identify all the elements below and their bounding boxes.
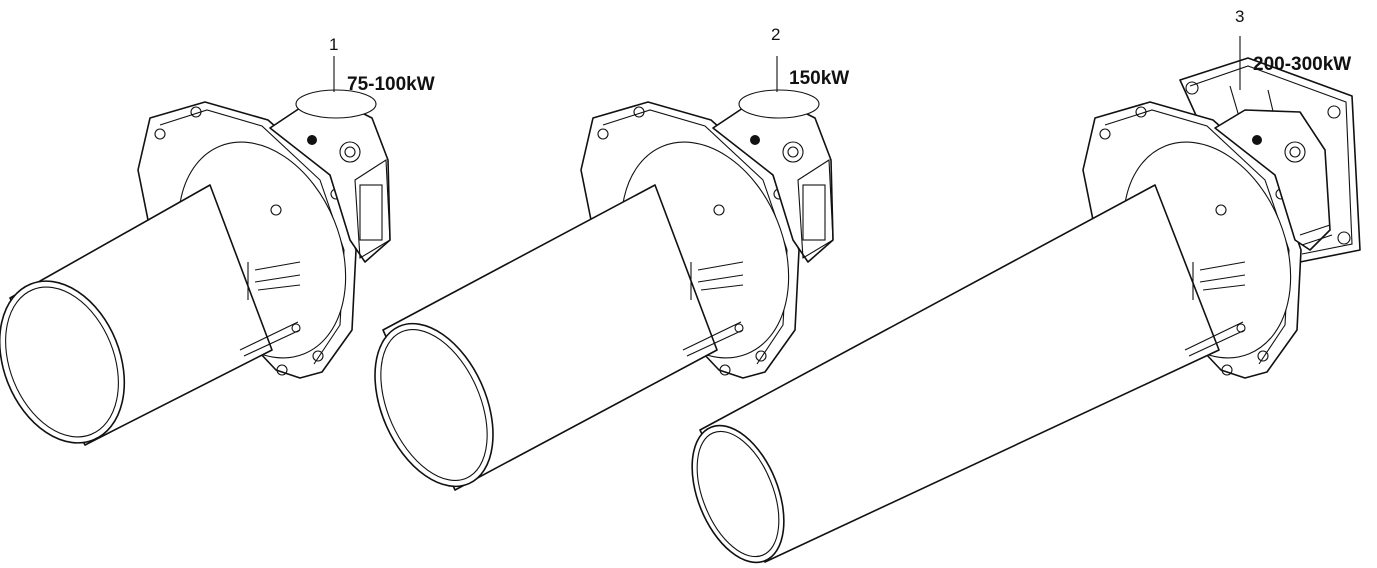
callout-3-power: 200-300kW xyxy=(1253,54,1351,75)
burner-1 xyxy=(0,89,391,446)
callout-2-number: 2 xyxy=(771,25,780,44)
burner-1-tube-opening xyxy=(0,280,126,444)
burner-3-tube-opening xyxy=(691,424,785,564)
burner-2 xyxy=(374,89,834,491)
burner-3 xyxy=(691,57,1361,564)
callout-3: 3 200-300kW xyxy=(1235,7,1351,90)
callout-1: 1 75-100kW xyxy=(329,35,435,95)
callout-2: 2 150kW xyxy=(771,25,849,92)
callout-1-number: 1 xyxy=(329,35,338,54)
callout-1-power: 75-100kW xyxy=(347,74,435,95)
callout-3-number: 3 xyxy=(1235,7,1244,26)
callout-2-power: 150kW xyxy=(789,68,849,89)
